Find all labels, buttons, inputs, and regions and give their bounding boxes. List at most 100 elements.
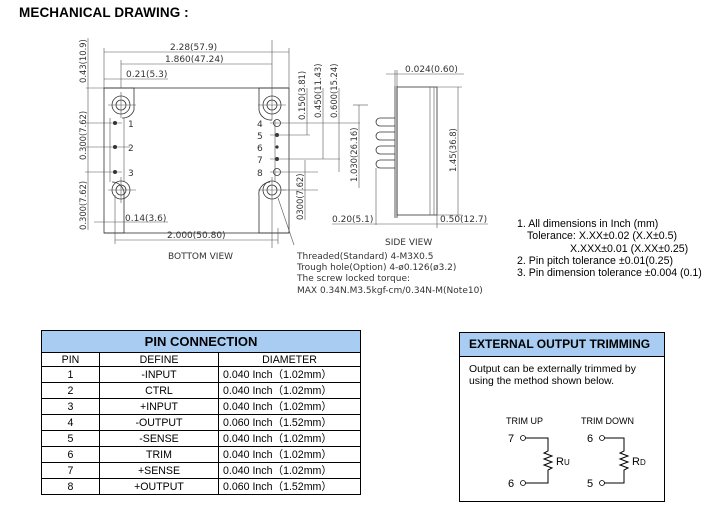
diameter-cell: 0.040 Inch（1.02mm） [218, 382, 361, 400]
external-output-trimming-panel: EXTERNAL OUTPUT TRIMMING Output can be e… [459, 332, 665, 502]
dim-pin1-offset: 0.21(5.3) [126, 70, 167, 80]
dim-right-450: 0.450(11.43) [313, 64, 323, 119]
pin-6 [275, 145, 279, 149]
define-cell: -SENSE [99, 430, 219, 448]
dimension-notes: 1. All dimensions in Inch (mm) Tolerance… [517, 218, 702, 279]
define-cell: +SENSE [99, 462, 219, 480]
define-cell: CTRL [99, 382, 219, 400]
left-top-ear [104, 87, 135, 119]
pin-connection-table: PIN CONNECTION PIN DEFINE DIAMETER 1-INP… [41, 330, 361, 496]
pin-label: 5 [257, 132, 263, 142]
side-view-label: SIDE VIEW [385, 238, 432, 248]
dim-plate: 0.024(0.60) [405, 65, 458, 75]
side-pin [375, 117, 395, 127]
module-outline [103, 87, 290, 234]
diameter-cell: 0.040 Inch（1.02mm） [218, 462, 361, 480]
pin-1 [113, 121, 117, 125]
dim-overall-length: 2.28(57.9) [170, 43, 217, 53]
pin-label: 1 [128, 120, 134, 130]
resistor-rd [604, 437, 630, 484]
pin-label: 7 [257, 156, 263, 166]
dim-left-margin: 0.14(3.6) [125, 214, 166, 224]
trimming-description: Output can be externally trimmed by usin… [460, 357, 664, 388]
side-pin [375, 131, 395, 141]
trimming-title: EXTERNAL OUTPUT TRIMMING [460, 333, 664, 357]
resistor-ru-label: RU [556, 456, 570, 468]
trimming-description-line: Output can be externally trimmed by [469, 364, 636, 375]
pin-cell: 6 [41, 446, 100, 464]
pin-cell: 3 [41, 398, 100, 416]
screw-leader [277, 197, 295, 246]
trim-down-bottom-pin: 5 [587, 478, 593, 490]
define-cell: +OUTPUT [99, 478, 219, 496]
screw-note-line: Threaded(Standard) 4-M3X0.5 [296, 252, 434, 262]
pin-cell: 4 [41, 414, 100, 432]
screw-note-line: Trough hole(Option) 4-ø0.126(ø3.2) [296, 263, 456, 273]
trim-down-circuit: TRIM DOWN 6 5 RD [581, 416, 646, 490]
diameter-cell: 0.040 Inch（1.02mm） [218, 430, 361, 448]
trim-down-top-pin: 6 [587, 433, 593, 445]
mechanical-drawing: 1 2 3 4 5 6 7 8 2.28(57.9) 1.860(47.24) … [78, 38, 488, 296]
pin-label: 3 [128, 169, 134, 179]
left-bottom-ear [104, 181, 125, 234]
dim-pin-pitch-2: 0.300(7.62) [78, 181, 88, 230]
column-header-pin: PIN [41, 351, 100, 368]
pin-cell: 2 [41, 382, 100, 400]
pin-2 [113, 145, 117, 149]
define-cell: TRIM [99, 446, 219, 464]
define-cell: +INPUT [99, 398, 219, 416]
pin-connection-title: PIN CONNECTION [41, 330, 361, 353]
trim-up-bottom-pin: 6 [508, 478, 514, 490]
diameter-cell: 0.060 Inch（1.52mm） [218, 478, 361, 496]
bottom-view: 1 2 3 4 5 6 7 8 2.28(57.9) 1.860(47.24) … [78, 38, 360, 262]
section-title: MECHANICAL DRAWING : [19, 5, 189, 20]
dim-right-600: 0.600(15.24) [329, 64, 339, 119]
column-header-define: DEFINE [99, 351, 219, 368]
pin-label: 6 [257, 144, 263, 154]
dim-right-300: 0300(7.62) [295, 174, 305, 221]
trim-up-top-pin: 7 [508, 433, 514, 445]
side-pin [375, 159, 395, 169]
dim-pin-length: 1.030(26.16) [349, 128, 359, 183]
right-top-ear [258, 87, 289, 121]
trim-schematic: TRIM UP 7 6 RU TRIM DOWN 6 5 RD [506, 416, 646, 490]
dim-depth: 0.50(12.7) [440, 215, 487, 225]
dim-top-offset: 0.43(10.9) [78, 39, 88, 83]
pin-cell: 7 [41, 462, 100, 480]
screw-note-line: MAX 0.34N.M3.5kgf-cm/0.34N-M(Note10) [297, 286, 483, 296]
trimming-description-line: using the method shown below. [469, 376, 614, 387]
note-1: 1. All dimensions in Inch (mm) [517, 218, 659, 230]
trim-up-circuit: TRIM UP 7 6 RU [506, 416, 570, 490]
define-cell: -INPUT [99, 366, 219, 384]
screw-note-line: The screw locked torque: [296, 274, 410, 284]
note-2: 2. Pin pitch tolerance ±0.01(0.25) [517, 254, 673, 267]
note-tolerance-2: X.XXX±0.01 (X.XX±0.25) [570, 242, 689, 255]
diameter-cell: 0.040 Inch（1.02mm） [218, 446, 361, 464]
pin-cell: 5 [41, 430, 100, 448]
module-body [396, 86, 438, 216]
pin-label: 2 [128, 144, 134, 154]
dim-hole-pitch-bottom: 2.000(50.80) [167, 231, 226, 241]
screw-note: Threaded(Standard) 4-M3X0.5 Trough hole(… [296, 252, 483, 296]
bottom-view-label: BOTTOM VIEW [168, 252, 233, 262]
diameter-cell: 0.060 Inch（1.52mm） [218, 414, 361, 432]
side-pin [375, 145, 395, 155]
pin-label: 8 [257, 169, 263, 179]
note-3: 3. Pin dimension tolerance ±0.004 (0.1) [517, 267, 702, 280]
dim-pin-offset: 0.20(5.1) [332, 215, 373, 225]
diameter-cell: 0.040 Inch（1.02mm） [218, 366, 361, 384]
resistor-ru [525, 437, 554, 484]
pin-cell: 8 [41, 478, 100, 496]
dim-pin-pitch-1: 0.300(7.62) [78, 111, 88, 160]
trim-down-label: TRIM DOWN [581, 416, 634, 426]
diameter-cell: 0.040 Inch（1.02mm） [218, 398, 361, 416]
dim-hole-pitch-top: 1.860(47.24) [165, 55, 224, 65]
pin-cell: 1 [41, 366, 100, 384]
resistor-rd-label: RD [632, 456, 646, 468]
